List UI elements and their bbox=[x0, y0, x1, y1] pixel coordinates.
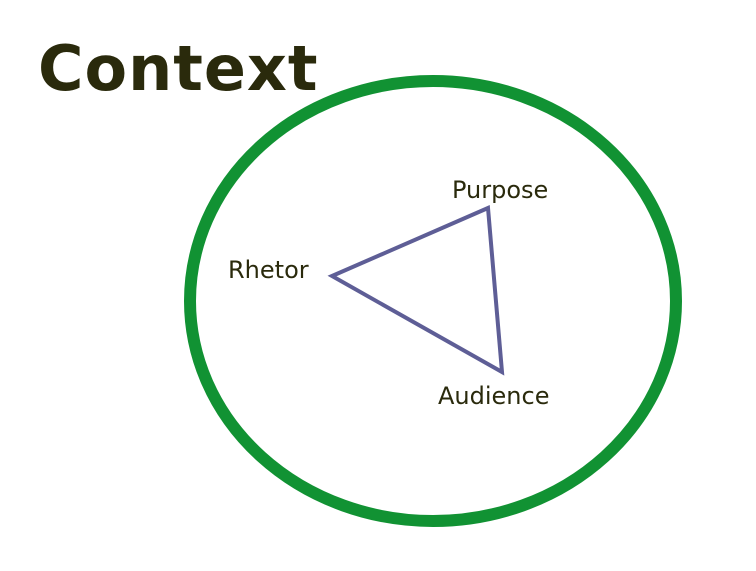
rhetorical-triangle bbox=[327, 205, 505, 376]
context-circle bbox=[184, 75, 682, 527]
audience-label: Audience bbox=[438, 382, 550, 410]
context-title: Context bbox=[38, 32, 319, 105]
rhetor-label: Rhetor bbox=[228, 256, 309, 284]
purpose-label: Purpose bbox=[452, 176, 549, 204]
